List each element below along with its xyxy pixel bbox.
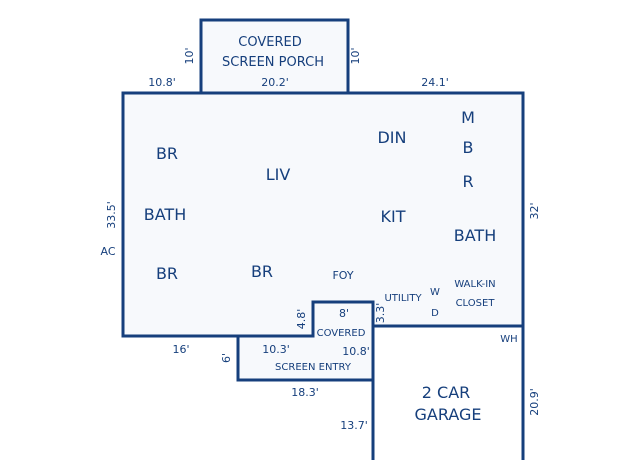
dim-top-right: 24.1' (421, 76, 449, 89)
master-bedroom-m: M (461, 108, 475, 127)
dim-porch-left: 10' (183, 47, 196, 64)
dim-porch-width: 20.2' (261, 76, 289, 89)
water-heater-label: WH (500, 334, 517, 345)
porch-label-1: COVERED (238, 35, 301, 50)
walkin-closet-label-1: WALK-IN (454, 279, 495, 290)
dryer-label: D (431, 308, 439, 319)
dim-top-left: 10.8' (148, 76, 176, 89)
living-label: LIV (266, 165, 291, 184)
porch-outline (199, 18, 350, 95)
kitchen-label: KIT (381, 207, 406, 226)
bedroom-1-label: BR (156, 144, 178, 163)
bedroom-3-label: BR (251, 262, 273, 281)
dim-right-height: 32' (528, 202, 541, 219)
bath-2-label: BATH (454, 226, 496, 245)
covered-entry-label: COVERED (317, 328, 366, 339)
master-bedroom-r: R (462, 172, 473, 191)
bath-1-label: BATH (144, 205, 186, 224)
dim-notch-height: 4.8' (295, 309, 308, 330)
dim-porch-right: 10' (349, 47, 362, 64)
garage-label-2: GARAGE (415, 405, 482, 424)
washer-label: W (430, 287, 440, 298)
master-bedroom-b: B (463, 138, 474, 157)
dim-garage-left: 13.7' (340, 419, 368, 432)
screen-entry-label: SCREEN ENTRY (275, 362, 352, 373)
dining-label: DIN (377, 128, 406, 147)
dim-bottom-left: 16' (172, 343, 189, 356)
porch-label-2: SCREEN PORCH (222, 55, 324, 70)
dim-entry-bottom: 18.3' (291, 386, 319, 399)
garage-wall (373, 324, 525, 460)
dim-utility-offset: 3.3' (374, 303, 387, 324)
dim-entry-left: 10.3' (262, 343, 290, 356)
dim-entry-side: 6' (220, 353, 233, 363)
garage-label-1: 2 CAR (422, 383, 471, 402)
ac-label: AC (100, 245, 115, 258)
utility-label: UTILITY (384, 293, 422, 304)
dim-entry-top: 8' (339, 307, 349, 320)
bedroom-2-label: BR (156, 264, 178, 283)
walkin-closet-label-2: CLOSET (456, 298, 496, 309)
dim-left-height: 33.5' (105, 201, 118, 229)
dim-garage-right: 20.9' (528, 388, 541, 416)
foyer-label: FOY (332, 269, 353, 282)
dim-entry-right: 10.8' (342, 345, 370, 358)
entry-wall (238, 300, 375, 338)
